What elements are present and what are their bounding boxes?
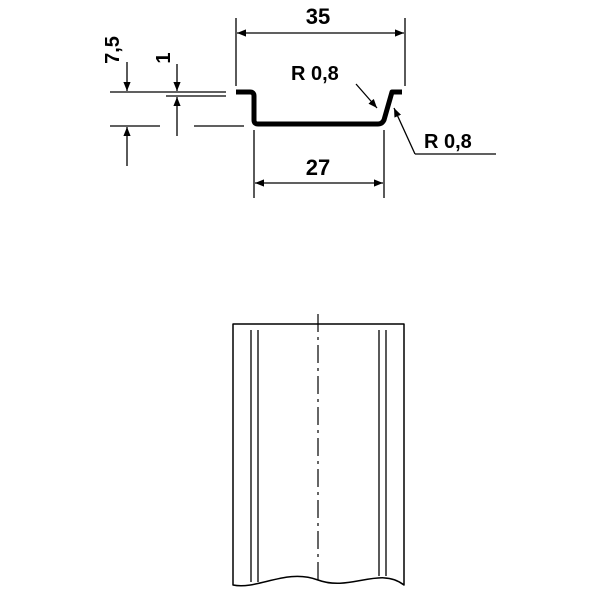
radius-leader-top bbox=[355, 83, 378, 109]
radius-label-top: R 0,8 bbox=[291, 63, 339, 85]
dimension-width-35: 35 bbox=[235, 4, 406, 86]
rail-profile-outline bbox=[236, 89, 402, 127]
dimension-height-7-5: 7,5 bbox=[102, 36, 244, 166]
radius-label-bottom: R 0,8 bbox=[424, 131, 472, 153]
radius-leader-bottom bbox=[393, 107, 416, 155]
radius-callout-bottom: R 0,8 bbox=[393, 107, 496, 155]
rail-front-outline bbox=[232, 323, 405, 587]
rail-front-view bbox=[232, 314, 405, 587]
dimension-label-27: 27 bbox=[306, 155, 330, 180]
dimension-thickness-1: 1 bbox=[153, 52, 226, 136]
radius-callout-top: R 0,8 bbox=[291, 63, 378, 109]
dimension-width-27: 27 bbox=[253, 130, 385, 198]
dimension-label-1: 1 bbox=[153, 52, 175, 63]
dimension-label-35: 35 bbox=[306, 4, 330, 29]
rail-profile-section bbox=[236, 89, 402, 127]
dimension-label-7-5: 7,5 bbox=[102, 36, 124, 64]
